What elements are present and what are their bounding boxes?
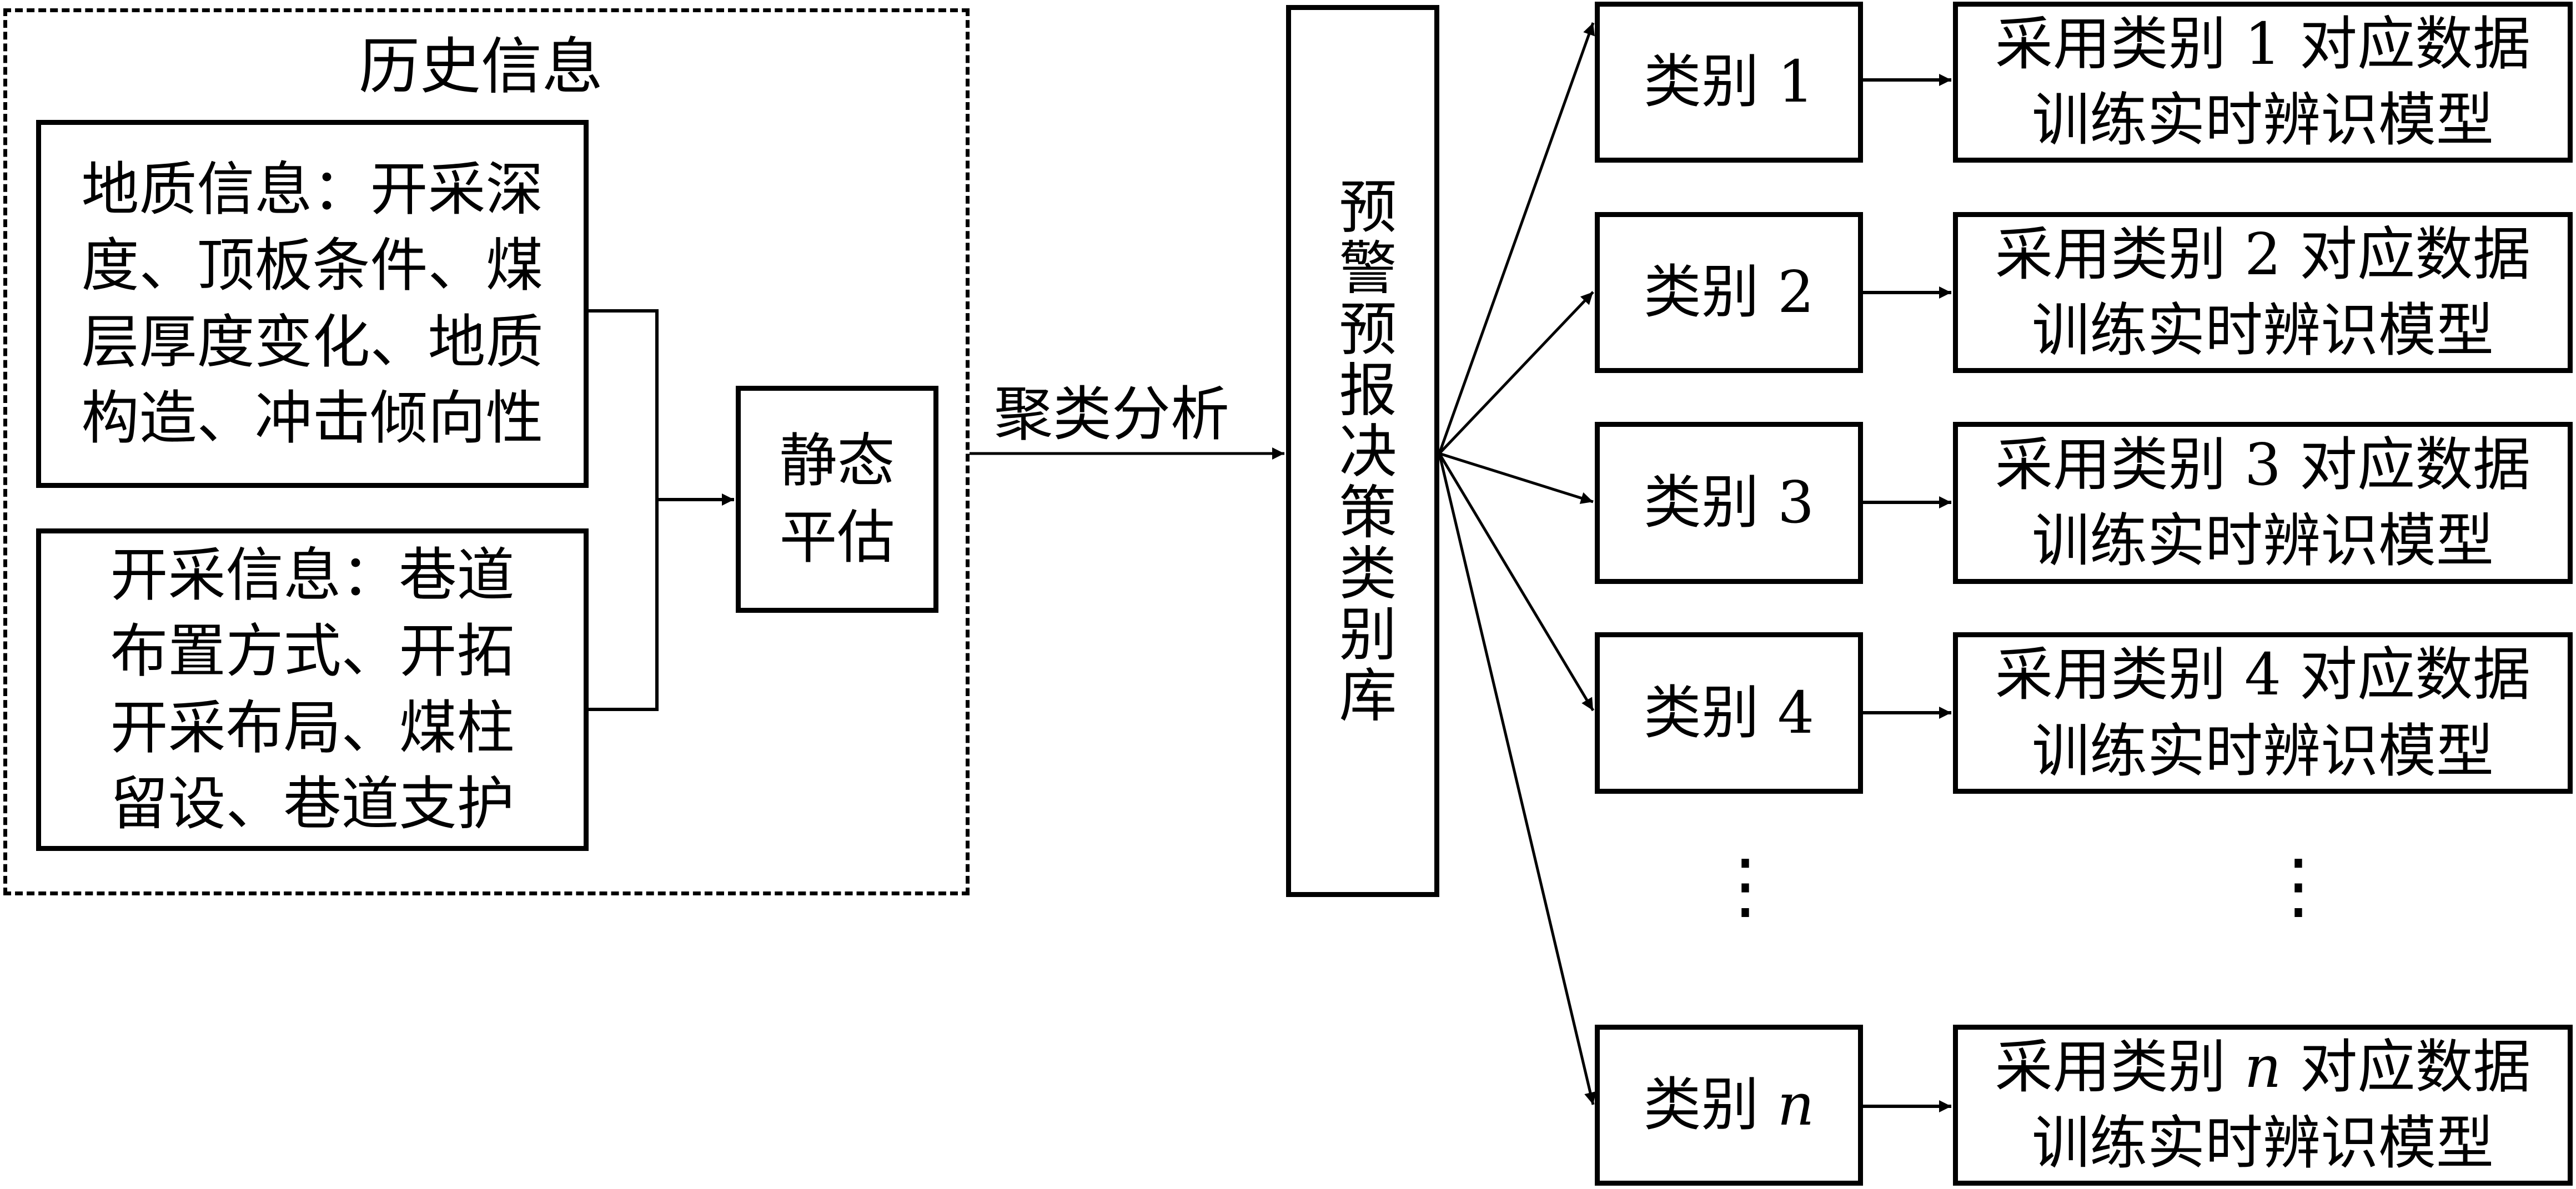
model-suffix: 对应数据 bbox=[2281, 220, 2531, 288]
model-training-text: 采用类别 n 对应数据 训练实时辨识模型 bbox=[1995, 1029, 2530, 1182]
category-prefix: 类别 bbox=[1643, 258, 1777, 326]
model-prefix: 采用类别 bbox=[1995, 9, 2244, 78]
mining-line: 留设、巷道支护 bbox=[110, 769, 515, 838]
fanout-arrow-4 bbox=[1438, 452, 1595, 712]
category-id: n bbox=[1777, 1071, 1815, 1139]
decision-library-label: 预警预报决策类别库 bbox=[1329, 176, 1397, 726]
static-evaluation-line: 静态 bbox=[779, 427, 895, 495]
category-box: 类别 1 bbox=[1595, 2, 1863, 163]
model-category-id: 3 bbox=[2244, 430, 2282, 498]
geology-info-box: 地质信息：开采深 度、顶板条件、煤 层厚度变化、地质 构造、冲击倾向性 bbox=[36, 120, 589, 488]
category-id: 4 bbox=[1777, 678, 1815, 747]
model-suffix: 对应数据 bbox=[2281, 1032, 2531, 1101]
model-category-id: 4 bbox=[2244, 641, 2282, 709]
model-prefix: 采用类别 bbox=[1995, 220, 2244, 288]
history-info-title: 历史信息 bbox=[359, 31, 603, 102]
category-label: 类别 2 bbox=[1644, 254, 1814, 330]
decision-library-box: 预警预报决策类别库 bbox=[1286, 5, 1439, 897]
model-category-id: 2 bbox=[2244, 220, 2282, 288]
model-suffix: 对应数据 bbox=[2281, 641, 2531, 709]
model-line2: 训练实时辨识模型 bbox=[2031, 507, 2494, 575]
cluster-analysis-label: 聚类分析 bbox=[994, 380, 1229, 449]
category-box: 类别 4 bbox=[1595, 632, 1863, 794]
category-prefix: 类别 bbox=[1643, 468, 1777, 537]
model-training-text: 采用类别 4 对应数据 训练实时辨识模型 bbox=[1995, 637, 2530, 789]
geology-info-text: 地质信息：开采深 度、顶板条件、煤 层厚度变化、地质 构造、冲击倾向性 bbox=[81, 152, 543, 456]
category-box: 类别 3 bbox=[1595, 422, 1863, 584]
model-training-box: 采用类别 4 对应数据 训练实时辨识模型 bbox=[1953, 632, 2573, 794]
model-training-box: 采用类别 2 对应数据 训练实时辨识模型 bbox=[1953, 212, 2573, 373]
mining-line: 开采布局、煤柱 bbox=[110, 693, 515, 762]
model-line2: 训练实时辨识模型 bbox=[2031, 1109, 2494, 1177]
model-line2: 训练实时辨识模型 bbox=[2031, 296, 2494, 364]
category-label: 类别 1 bbox=[1644, 44, 1814, 120]
mining-info-text: 开采信息：巷道 布置方式、开拓 开采布局、煤柱 留设、巷道支护 bbox=[110, 537, 514, 842]
model-training-box: 采用类别 n 对应数据 训练实时辨识模型 bbox=[1953, 1025, 2573, 1186]
history-info-group bbox=[3, 8, 970, 895]
model-training-box: 采用类别 1 对应数据 训练实时辨识模型 bbox=[1953, 2, 2573, 163]
geology-line: 地质信息：开采深 bbox=[81, 155, 544, 223]
model-prefix: 采用类别 bbox=[1995, 641, 2244, 709]
fanout-arrow-2 bbox=[1438, 291, 1594, 455]
model-category-id: 1 bbox=[2244, 9, 2282, 78]
category-id: 2 bbox=[1777, 258, 1815, 326]
geology-line: 度、顶板条件、煤 bbox=[81, 231, 544, 300]
category-prefix: 类别 bbox=[1643, 678, 1777, 747]
model-category-id: n bbox=[2244, 1032, 2282, 1101]
model-suffix: 对应数据 bbox=[2281, 9, 2531, 78]
category-box: 类别 n bbox=[1595, 1025, 1863, 1186]
static-evaluation-line: 平估 bbox=[779, 503, 895, 571]
mining-info-box: 开采信息：巷道 布置方式、开拓 开采布局、煤柱 留设、巷道支护 bbox=[36, 528, 589, 851]
geology-connector bbox=[589, 309, 659, 711]
fanout-arrow-n bbox=[1438, 453, 1596, 1105]
model-training-box: 采用类别 3 对应数据 训练实时辨识模型 bbox=[1953, 422, 2573, 584]
static-evaluation-box: 静态 平估 bbox=[736, 386, 938, 613]
geology-line: 构造、冲击倾向性 bbox=[81, 384, 544, 452]
model-line2: 训练实时辨识模型 bbox=[2031, 86, 2494, 154]
model-line2: 训练实时辨识模型 bbox=[2031, 717, 2494, 785]
category-label: 类别 3 bbox=[1644, 465, 1814, 541]
category-prefix: 类别 bbox=[1643, 1071, 1777, 1139]
category-prefix: 类别 bbox=[1643, 48, 1777, 116]
static-evaluation-text: 静态 平估 bbox=[779, 423, 895, 576]
model-prefix: 采用类别 bbox=[1995, 430, 2244, 498]
fanout-arrow-1 bbox=[1438, 22, 1595, 454]
category-label: 类别 4 bbox=[1644, 675, 1814, 751]
geology-line: 层厚度变化、地质 bbox=[81, 308, 544, 376]
mining-line: 布置方式、开拓 bbox=[110, 617, 515, 686]
model-training-text: 采用类别 1 对应数据 训练实时辨识模型 bbox=[1995, 6, 2530, 159]
model-training-text: 采用类别 2 对应数据 训练实时辨识模型 bbox=[1995, 216, 2530, 369]
model-training-text: 采用类别 3 对应数据 训练实时辨识模型 bbox=[1995, 427, 2530, 580]
category-id: 1 bbox=[1777, 48, 1815, 116]
model-prefix: 采用类别 bbox=[1995, 1032, 2244, 1101]
category-id: 3 bbox=[1777, 468, 1815, 537]
category-box: 类别 2 bbox=[1595, 212, 1863, 373]
mining-line: 开采信息：巷道 bbox=[110, 541, 515, 609]
model-suffix: 对应数据 bbox=[2281, 430, 2531, 498]
fanout-arrow-3 bbox=[1439, 452, 1594, 504]
category-label: 类别 n bbox=[1643, 1067, 1814, 1143]
